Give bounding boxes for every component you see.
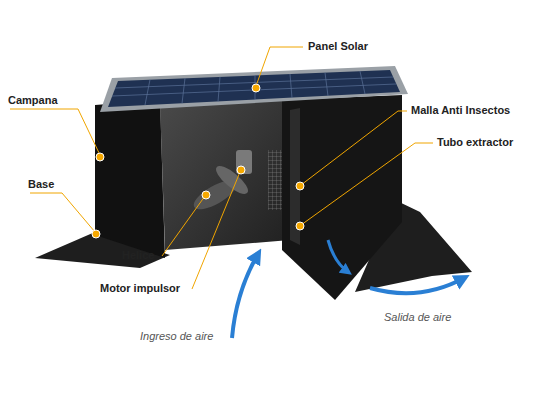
part-label: Helice (122, 249, 154, 262)
part-label: Campana (8, 94, 58, 107)
panel-grid (112, 71, 396, 105)
air-out-arrow (328, 240, 348, 272)
air-in-arrow (232, 254, 258, 338)
motor (236, 150, 252, 174)
leader-lines (10, 47, 433, 289)
part-label: Motor impulsor (100, 282, 180, 295)
air-out-arrow (370, 278, 464, 293)
leader-dots (92, 84, 304, 238)
airflow-label: Salida de aire (384, 311, 451, 324)
airflow-label: Ingreso de aire (140, 330, 213, 343)
hood-wall (95, 100, 165, 258)
part-label: Base (28, 178, 54, 191)
part-label: Tubo extractor (437, 136, 513, 149)
panel-cells (108, 70, 400, 107)
extractor-tube (282, 95, 402, 300)
panel-frame (100, 66, 408, 112)
part-label: Malla Anti Insectos (411, 104, 510, 117)
part-label: Panel Solar (308, 40, 368, 53)
